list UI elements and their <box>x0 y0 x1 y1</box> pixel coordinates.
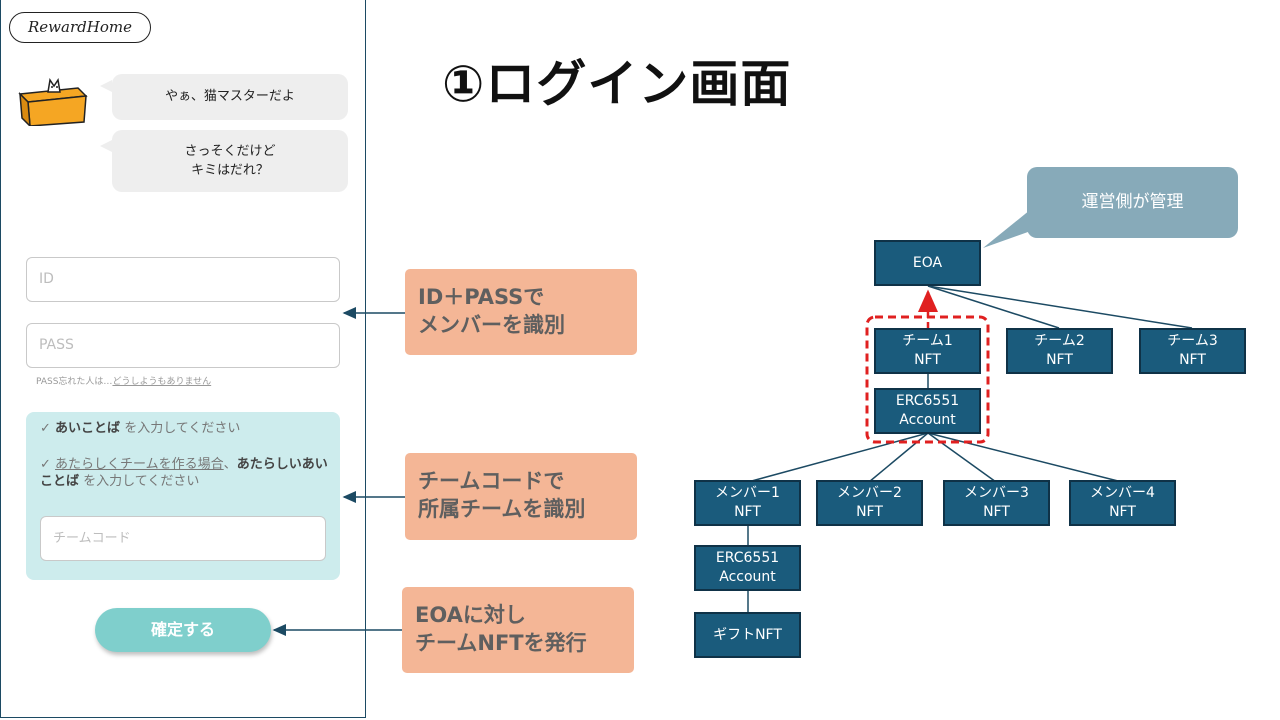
id-input[interactable]: ID <box>26 257 340 302</box>
callout-line: メンバーを識別 <box>418 313 565 337</box>
instruction-2: ✓ あたらしくチームを作る場合、あたらしいあいことば を入力してください <box>40 456 330 490</box>
chat-bubble-greeting: やぁ、猫マスターだよ <box>112 74 348 120</box>
edge-erc-member1 <box>747 432 929 483</box>
node-label: NFT <box>1109 504 1136 520</box>
node-label: EOA <box>912 254 943 271</box>
forgot-password-link[interactable]: どうしようもありません <box>112 377 212 387</box>
node-team-erc6551: ERC6551 Account <box>874 388 981 434</box>
callout-line: ID＋PASSで <box>418 285 545 309</box>
edge-eoa-team2 <box>927 285 1060 329</box>
node-eoa: EOA <box>874 240 981 286</box>
node-label: メンバー3 <box>964 485 1029 501</box>
callout-line: チームNFTを発行 <box>415 631 587 655</box>
node-label: Account <box>899 412 956 428</box>
cat-box-icon <box>18 78 88 126</box>
node-member3-nft: メンバー3 NFT <box>943 480 1050 526</box>
node-label: メンバー4 <box>1090 485 1155 501</box>
admin-note: 運営側が管理 <box>1027 167 1238 238</box>
instruction-sep: 、 <box>223 457 237 472</box>
phone-frame <box>0 0 366 718</box>
instruction-bold: あいことば <box>55 421 121 436</box>
node-label: メンバー2 <box>837 485 902 501</box>
check-icon: ✓ <box>40 457 51 472</box>
instruction-1: ✓ あいことば を入力してください <box>40 420 330 437</box>
instruction-text: を入力してください <box>79 474 200 489</box>
new-team-link[interactable]: あたらしくチームを作る場合 <box>55 457 224 472</box>
node-member-erc6551: ERC6551 Account <box>694 545 801 591</box>
callout-id-pass: ID＋PASSで メンバーを識別 <box>405 269 637 355</box>
node-label: メンバー1 <box>715 485 780 501</box>
node-label: チーム2 <box>1034 333 1085 349</box>
chat-bubble-question: さっそくだけど キミはだれ？ <box>112 130 348 192</box>
node-member2-nft: メンバー2 NFT <box>816 480 923 526</box>
edge-erc-member3 <box>927 432 997 483</box>
node-gift-nft: ギフトNFT <box>694 612 801 658</box>
app-logo: RewardHome <box>9 12 151 43</box>
check-icon: ✓ <box>40 421 51 436</box>
callout-eoa-nft: EOAに対し チームNFTを発行 <box>402 587 634 673</box>
bubble-tail <box>100 140 112 152</box>
callout-line: EOAに対し <box>415 603 526 627</box>
node-label: NFT <box>1046 352 1073 368</box>
node-label: NFT <box>734 504 761 520</box>
edge-eoa-team3 <box>927 285 1193 329</box>
node-label: Account <box>719 569 776 585</box>
callout-line: チームコードで <box>418 469 565 493</box>
bubble-tail <box>100 80 112 92</box>
node-label: チーム1 <box>902 333 953 349</box>
node-member4-nft: メンバー4 NFT <box>1069 480 1176 526</box>
team-code-input[interactable]: チームコード <box>40 516 326 561</box>
callout-team-code: チームコードで 所属チームを識別 <box>405 453 637 540</box>
node-team3-nft: チーム3 NFT <box>1139 328 1246 374</box>
forgot-password-note: PASS忘れた人は…どうしようもありません <box>36 374 211 387</box>
node-member1-nft: メンバー1 NFT <box>694 480 801 526</box>
forgot-prefix: PASS忘れた人は… <box>36 377 113 387</box>
confirm-button[interactable]: 確定する <box>95 608 271 652</box>
node-label: ギフトNFT <box>713 626 782 643</box>
slide-title: ①ログイン画面 <box>442 55 792 113</box>
callout-line: 所属チームを識別 <box>418 497 586 521</box>
chat-line: さっそくだけど <box>184 144 276 159</box>
node-label: ERC6551 <box>895 393 960 409</box>
node-label: ERC6551 <box>715 550 780 566</box>
node-team1-nft: チーム1 NFT <box>874 328 981 374</box>
edge-erc-member4 <box>927 432 1123 483</box>
node-label: NFT <box>914 352 941 368</box>
node-team2-nft: チーム2 NFT <box>1006 328 1113 374</box>
node-label: NFT <box>856 504 883 520</box>
password-input[interactable]: PASS <box>26 323 340 368</box>
node-label: チーム3 <box>1167 333 1218 349</box>
node-label: NFT <box>1179 352 1206 368</box>
node-label: NFT <box>983 504 1010 520</box>
chat-line: キミはだれ？ <box>191 163 269 178</box>
instruction-bold: あたらしいあいことば <box>40 457 328 489</box>
instruction-text: を入力してください <box>120 421 241 436</box>
